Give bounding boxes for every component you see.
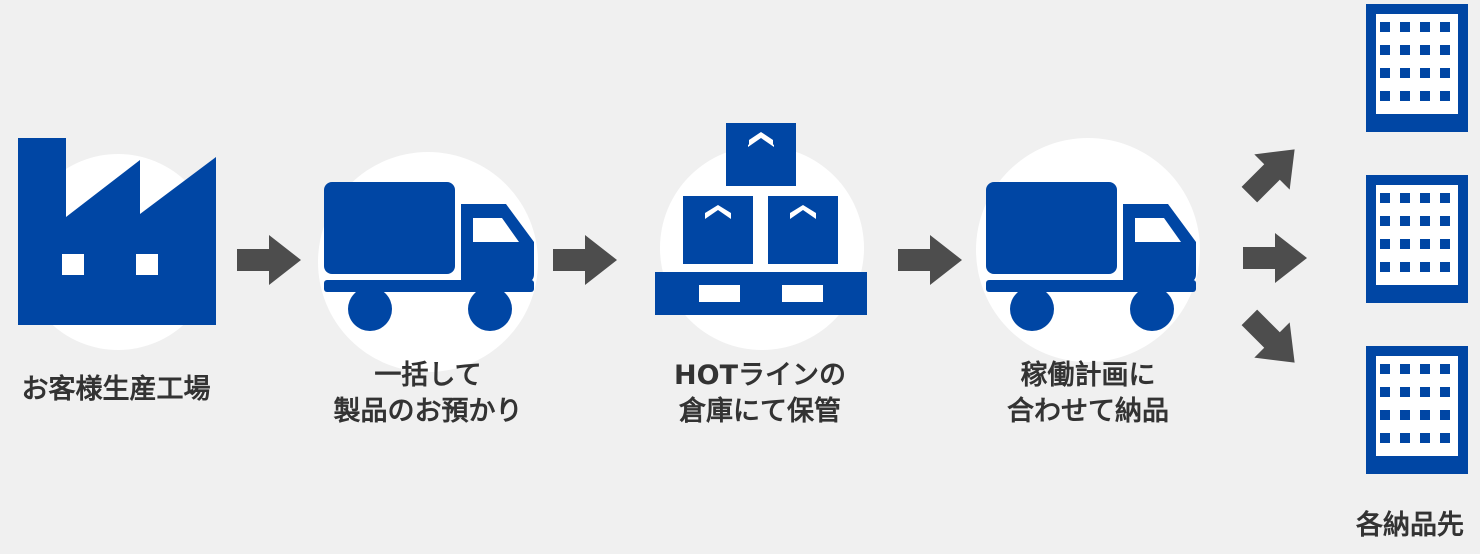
building-icon — [1366, 346, 1468, 474]
destination-label: 各納品先 — [1356, 510, 1464, 541]
truck-icon — [986, 182, 1196, 331]
building-group — [1366, 4, 1468, 474]
step-label-factory: お客様生産工場 — [21, 374, 211, 405]
arrow-right-icon — [237, 235, 301, 285]
arrow-down-right-icon — [1241, 309, 1295, 363]
arrow-right-icon — [553, 235, 617, 285]
factory-icon — [18, 138, 216, 325]
truck-icon — [324, 182, 534, 331]
building-icon — [1366, 4, 1468, 132]
step-label-pickup: 一括して 製品のお預かり — [333, 360, 523, 427]
step-label-warehouse: HOTラインの 倉庫にて保管 — [674, 360, 846, 427]
arrow-up-right-icon — [1241, 149, 1295, 203]
arrow-right-icon — [898, 235, 962, 285]
building-icon — [1366, 175, 1468, 303]
boxes-on-pallet-icon — [655, 123, 867, 315]
arrow-right-icon — [1243, 233, 1307, 283]
step-label-delivery: 稼働計画に 合わせて納品 — [1007, 360, 1169, 427]
